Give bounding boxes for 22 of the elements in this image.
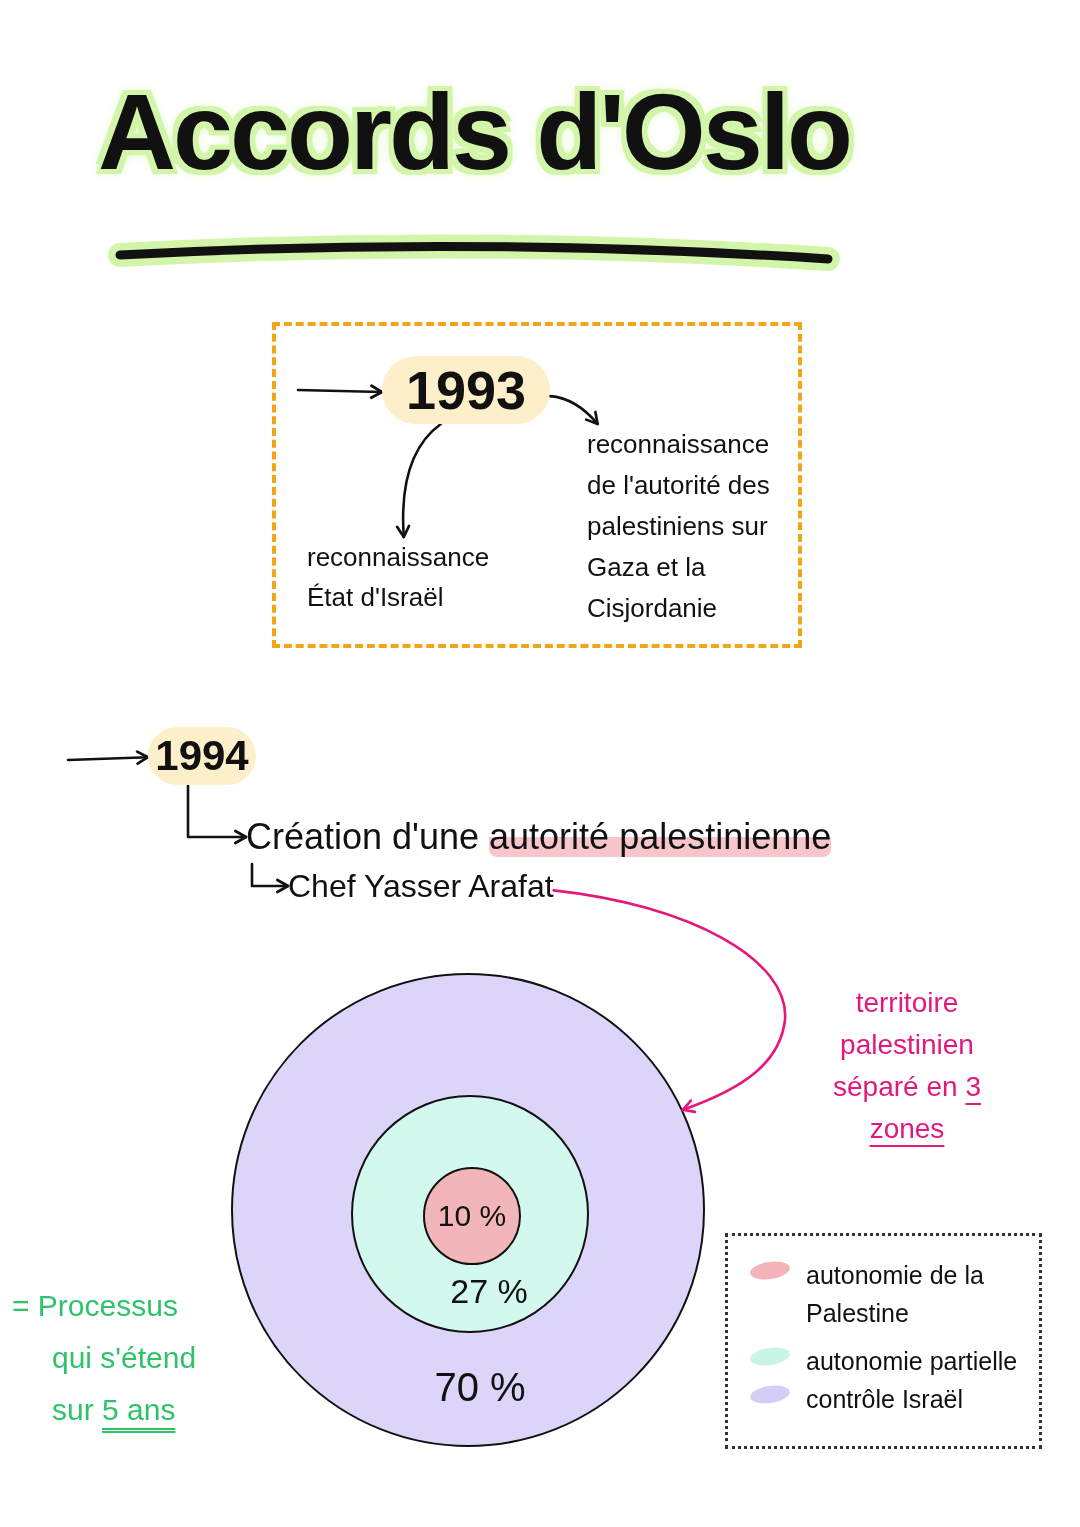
- arrow: [548, 394, 599, 426]
- legend-text: autonomie partielle: [806, 1346, 1019, 1377]
- arrow: [186, 783, 248, 845]
- note-text: reconnaissance État d'Israël: [307, 537, 522, 617]
- arrow: [250, 862, 290, 894]
- arrow: [66, 750, 150, 765]
- percentage-label: 27 %: [450, 1272, 528, 1312]
- note-text: Chef Yasser Arafat: [288, 864, 554, 908]
- percentage-label: 70 %: [434, 1364, 526, 1410]
- legend-text: autonomie de la Palestine: [806, 1260, 985, 1329]
- year-label: 1994: [148, 727, 256, 785]
- percentage-label: 10 %: [437, 1198, 507, 1234]
- edge-label: territoire palestinien séparé en 3 zones: [832, 986, 982, 1146]
- note-text: Création d'une autorité palestinienne: [246, 810, 832, 864]
- arrow: [552, 889, 787, 1114]
- page-title: Accords d'Oslo: [98, 70, 850, 194]
- arrow: [296, 384, 384, 400]
- dashed-frame: [272, 322, 802, 648]
- legend-text: contrôle Israël: [806, 1384, 965, 1415]
- arrow: [395, 422, 443, 539]
- note-text: reconnaissance de l'autorité des palestiniens sur Gaza et la Cisjordanie: [587, 424, 799, 629]
- year-label: 1993: [382, 356, 550, 424]
